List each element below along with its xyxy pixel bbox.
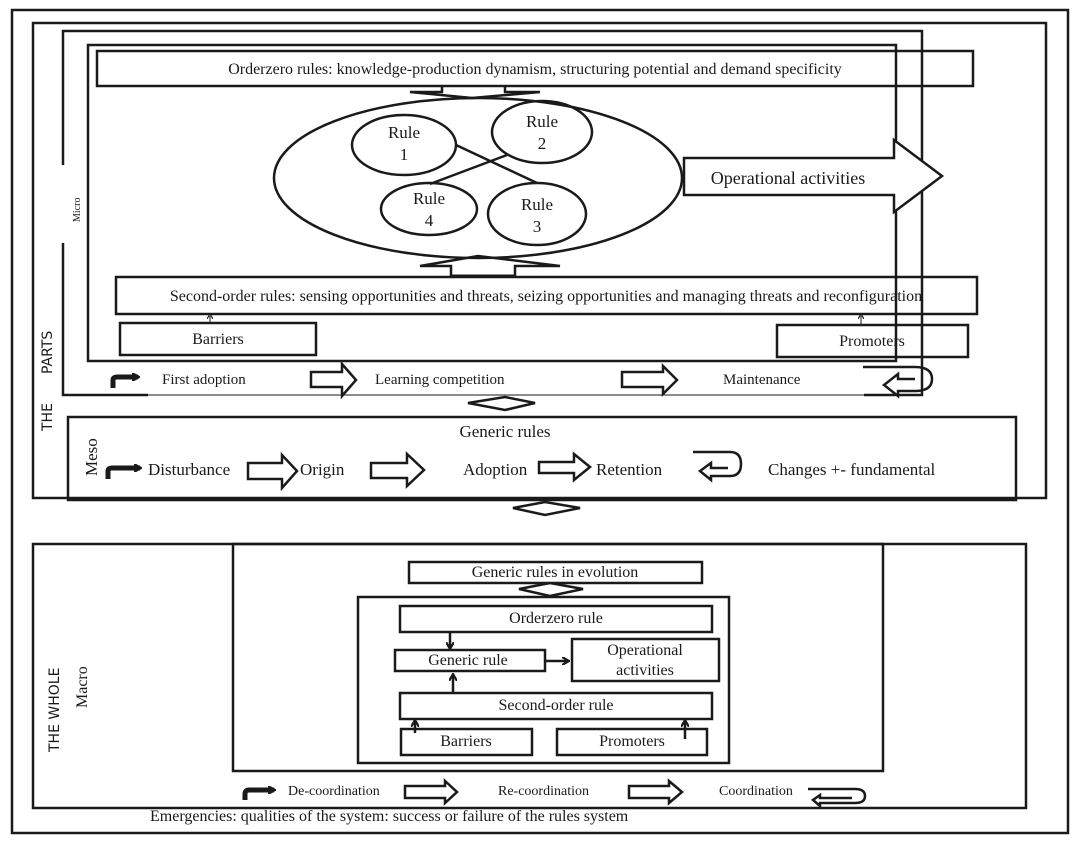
generic-rule-label: Generic rule bbox=[428, 652, 508, 669]
stage-coordination: Coordination bbox=[719, 784, 793, 799]
macro-promoters-label: Promoters bbox=[599, 733, 665, 750]
side-label-parts: PARTS bbox=[40, 330, 56, 374]
re-coordination-block-arrow-icon bbox=[403, 778, 459, 806]
rules-ellipse bbox=[272, 96, 684, 260]
macro-inner-box bbox=[356, 595, 731, 765]
second-order-rule-box bbox=[398, 691, 714, 721]
side-label-the-parts-the: THE bbox=[40, 403, 56, 431]
side-label-the-whole: THE WHOLE bbox=[47, 667, 63, 752]
generic-rules-in-evolution-label: Generic rules in evolution bbox=[471, 564, 639, 581]
barriers-label: Barriers bbox=[192, 331, 244, 348]
origin-block-arrow-icon bbox=[246, 451, 299, 492]
rule-1-number: 1 bbox=[399, 145, 409, 164]
micro-level-label: Micro bbox=[72, 197, 83, 222]
outer-frame bbox=[10, 8, 1070, 835]
rule-1-to-3-link bbox=[455, 143, 538, 185]
meso-stage-retention: Retention bbox=[596, 460, 663, 479]
macro-operational-activities-line1: Operational bbox=[607, 642, 683, 659]
meso-stage-disturbance: Disturbance bbox=[148, 460, 231, 479]
meso-box bbox=[66, 415, 1018, 502]
second-order-rules-box bbox=[114, 275, 979, 316]
disturbance-bent-arrow-icon bbox=[105, 468, 140, 479]
first-adoption-bent-arrow-icon bbox=[110, 377, 138, 388]
promoters-label: Promoters bbox=[839, 333, 905, 350]
learning-competition-block-arrow-icon bbox=[309, 360, 358, 400]
rule-3-label: Rule 3 bbox=[521, 194, 553, 238]
orderzero-rule-box bbox=[398, 604, 714, 634]
orderzero-rules-label: Orderzero rules: knowledge-production dy… bbox=[228, 61, 842, 78]
retention-block-arrow-icon bbox=[537, 451, 592, 483]
coordination-block-arrow-icon bbox=[627, 778, 684, 806]
orderzero-rules-box bbox=[95, 49, 975, 88]
rule-3-name: Rule bbox=[520, 195, 554, 214]
second-order-up-connector bbox=[419, 254, 561, 276]
micro-frame bbox=[61, 29, 924, 397]
stage-first-adoption: First adoption bbox=[162, 372, 246, 388]
macro-level-label: Macro bbox=[74, 666, 91, 708]
de-coordination-bent-arrow-icon bbox=[242, 790, 274, 800]
meso-stage-changes: Changes +- fundamental bbox=[768, 460, 936, 479]
macro-box bbox=[231, 542, 885, 773]
maintenance-uturn-arrow-icon bbox=[863, 365, 934, 399]
rule-3-number: 3 bbox=[532, 217, 542, 236]
orderzero-rule-label: Orderzero rule bbox=[509, 610, 603, 627]
parts-whole-diamond-connector bbox=[512, 500, 581, 517]
parts-frame bbox=[31, 21, 1048, 500]
rule-1-name: Rule bbox=[387, 123, 421, 142]
rule-2-to-4-link bbox=[429, 153, 508, 186]
rule-1-label: Rule 1 bbox=[388, 122, 420, 166]
maintenance-block-arrow-icon bbox=[620, 362, 679, 398]
meso-stage-adoption: Adoption bbox=[463, 460, 528, 479]
macro-promoters-box bbox=[555, 727, 709, 757]
macro-operational-activities-label: Operational activities bbox=[607, 641, 683, 681]
operational-activities-label: Operational activities bbox=[710, 168, 866, 188]
rule-2-number: 2 bbox=[537, 134, 547, 153]
operational-activities-box bbox=[570, 637, 721, 683]
rule-4-label: Rule 4 bbox=[413, 188, 445, 232]
stage-learning-competition: Learning competition bbox=[375, 372, 505, 388]
rule-2-name: Rule bbox=[525, 112, 559, 131]
emergencies-caption: Emergencies: qualities of the system: su… bbox=[150, 808, 629, 825]
stage-re-coordination: Re-coordination bbox=[498, 784, 589, 799]
coordination-uturn-arrow-icon bbox=[808, 787, 867, 809]
rule-2-label: Rule 2 bbox=[526, 111, 558, 155]
promoters-box bbox=[775, 323, 970, 359]
rule-4-ellipse bbox=[379, 181, 479, 237]
macro-barriers-box bbox=[399, 727, 534, 757]
meso-title: Generic rules bbox=[459, 422, 551, 441]
macro-barriers-label: Barriers bbox=[440, 733, 492, 750]
macro-operational-activities-line2: activities bbox=[616, 662, 674, 679]
rule-2-ellipse bbox=[490, 99, 594, 165]
barriers-box bbox=[118, 321, 318, 357]
stage-de-coordination: De-coordination bbox=[288, 784, 380, 799]
changes-uturn-arrow-icon bbox=[693, 450, 743, 483]
operational-activities-arrow bbox=[682, 137, 945, 215]
micro-label-gap bbox=[60, 165, 68, 243]
meso-stage-origin: Origin bbox=[300, 460, 345, 479]
meso-level-label: Meso bbox=[82, 438, 101, 476]
orderzero-down-connector bbox=[409, 86, 541, 100]
micro-meso-diamond-connector bbox=[467, 395, 536, 412]
second-order-rules-label: Second-order rules: sensing opportunitie… bbox=[169, 288, 923, 305]
adoption-block-arrow-icon bbox=[369, 451, 426, 489]
stage-maintenance: Maintenance bbox=[723, 372, 801, 388]
evolution-diamond-connector bbox=[518, 581, 584, 598]
rule-4-number: 4 bbox=[424, 211, 434, 230]
second-order-rule-label: Second-order rule bbox=[498, 697, 614, 714]
rule-4-name: Rule bbox=[412, 189, 446, 208]
